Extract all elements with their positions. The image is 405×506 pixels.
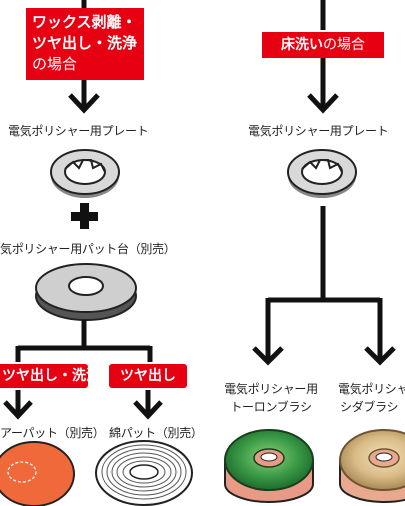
right-arrow-to-plate (307, 58, 339, 114)
left-branch-connector (15, 320, 153, 362)
right-branch-connector (252, 206, 396, 366)
left-branch-arrow-left (3, 390, 33, 420)
right-polisher-plate (287, 149, 357, 198)
brush-right-label-line2: シダブラシ（ (340, 400, 405, 414)
brush-left-label-line1: 電気ポリシャー用 (224, 382, 318, 396)
cotton-pad (95, 440, 193, 506)
left-polisher-plate (50, 149, 120, 198)
pad-right-label: 綿パット（別売） (109, 426, 203, 440)
right-header-suffix: の場合 (323, 37, 365, 53)
palm-brush-tan (339, 429, 405, 503)
pad-base-label: 気ポリシャー用パット台（別売） (0, 242, 176, 256)
brush-left-label-line2: トーロンブラシ (230, 400, 312, 414)
left-branch-arrow-right (133, 390, 163, 420)
badge-tsuyadashi-senjo: ツヤ出し・洗浄 (0, 364, 100, 388)
pad-base-donut (35, 263, 137, 321)
brush-right-label-line1: 電気ポリシャ (338, 382, 405, 396)
left-header-line1: ワックス剥離・ (32, 13, 137, 31)
left-arrow-to-plate (68, 80, 100, 114)
left-header-box: ワックス剥離・ ツヤ出し・洗浄 の場合 (26, 8, 144, 80)
right-header-bold: 床洗い (281, 37, 323, 53)
badge-tsuyadashi: ツヤ出し (109, 364, 187, 388)
pad-left-label: アーパット（別売） (0, 426, 105, 440)
right-header-box: 床洗いの場合 (262, 32, 384, 58)
plus-icon (71, 203, 98, 229)
polisher-pad-orange (0, 441, 75, 506)
left-header-line2: ツヤ出し・洗浄 (32, 34, 138, 52)
left-header-suffix: の場合 (32, 55, 78, 73)
tolon-brush-green (224, 429, 314, 503)
right-plate-label: 電気ポリシャー用プレート (248, 124, 389, 138)
left-plate-label: 電気ポリシャー用プレート (8, 124, 149, 138)
